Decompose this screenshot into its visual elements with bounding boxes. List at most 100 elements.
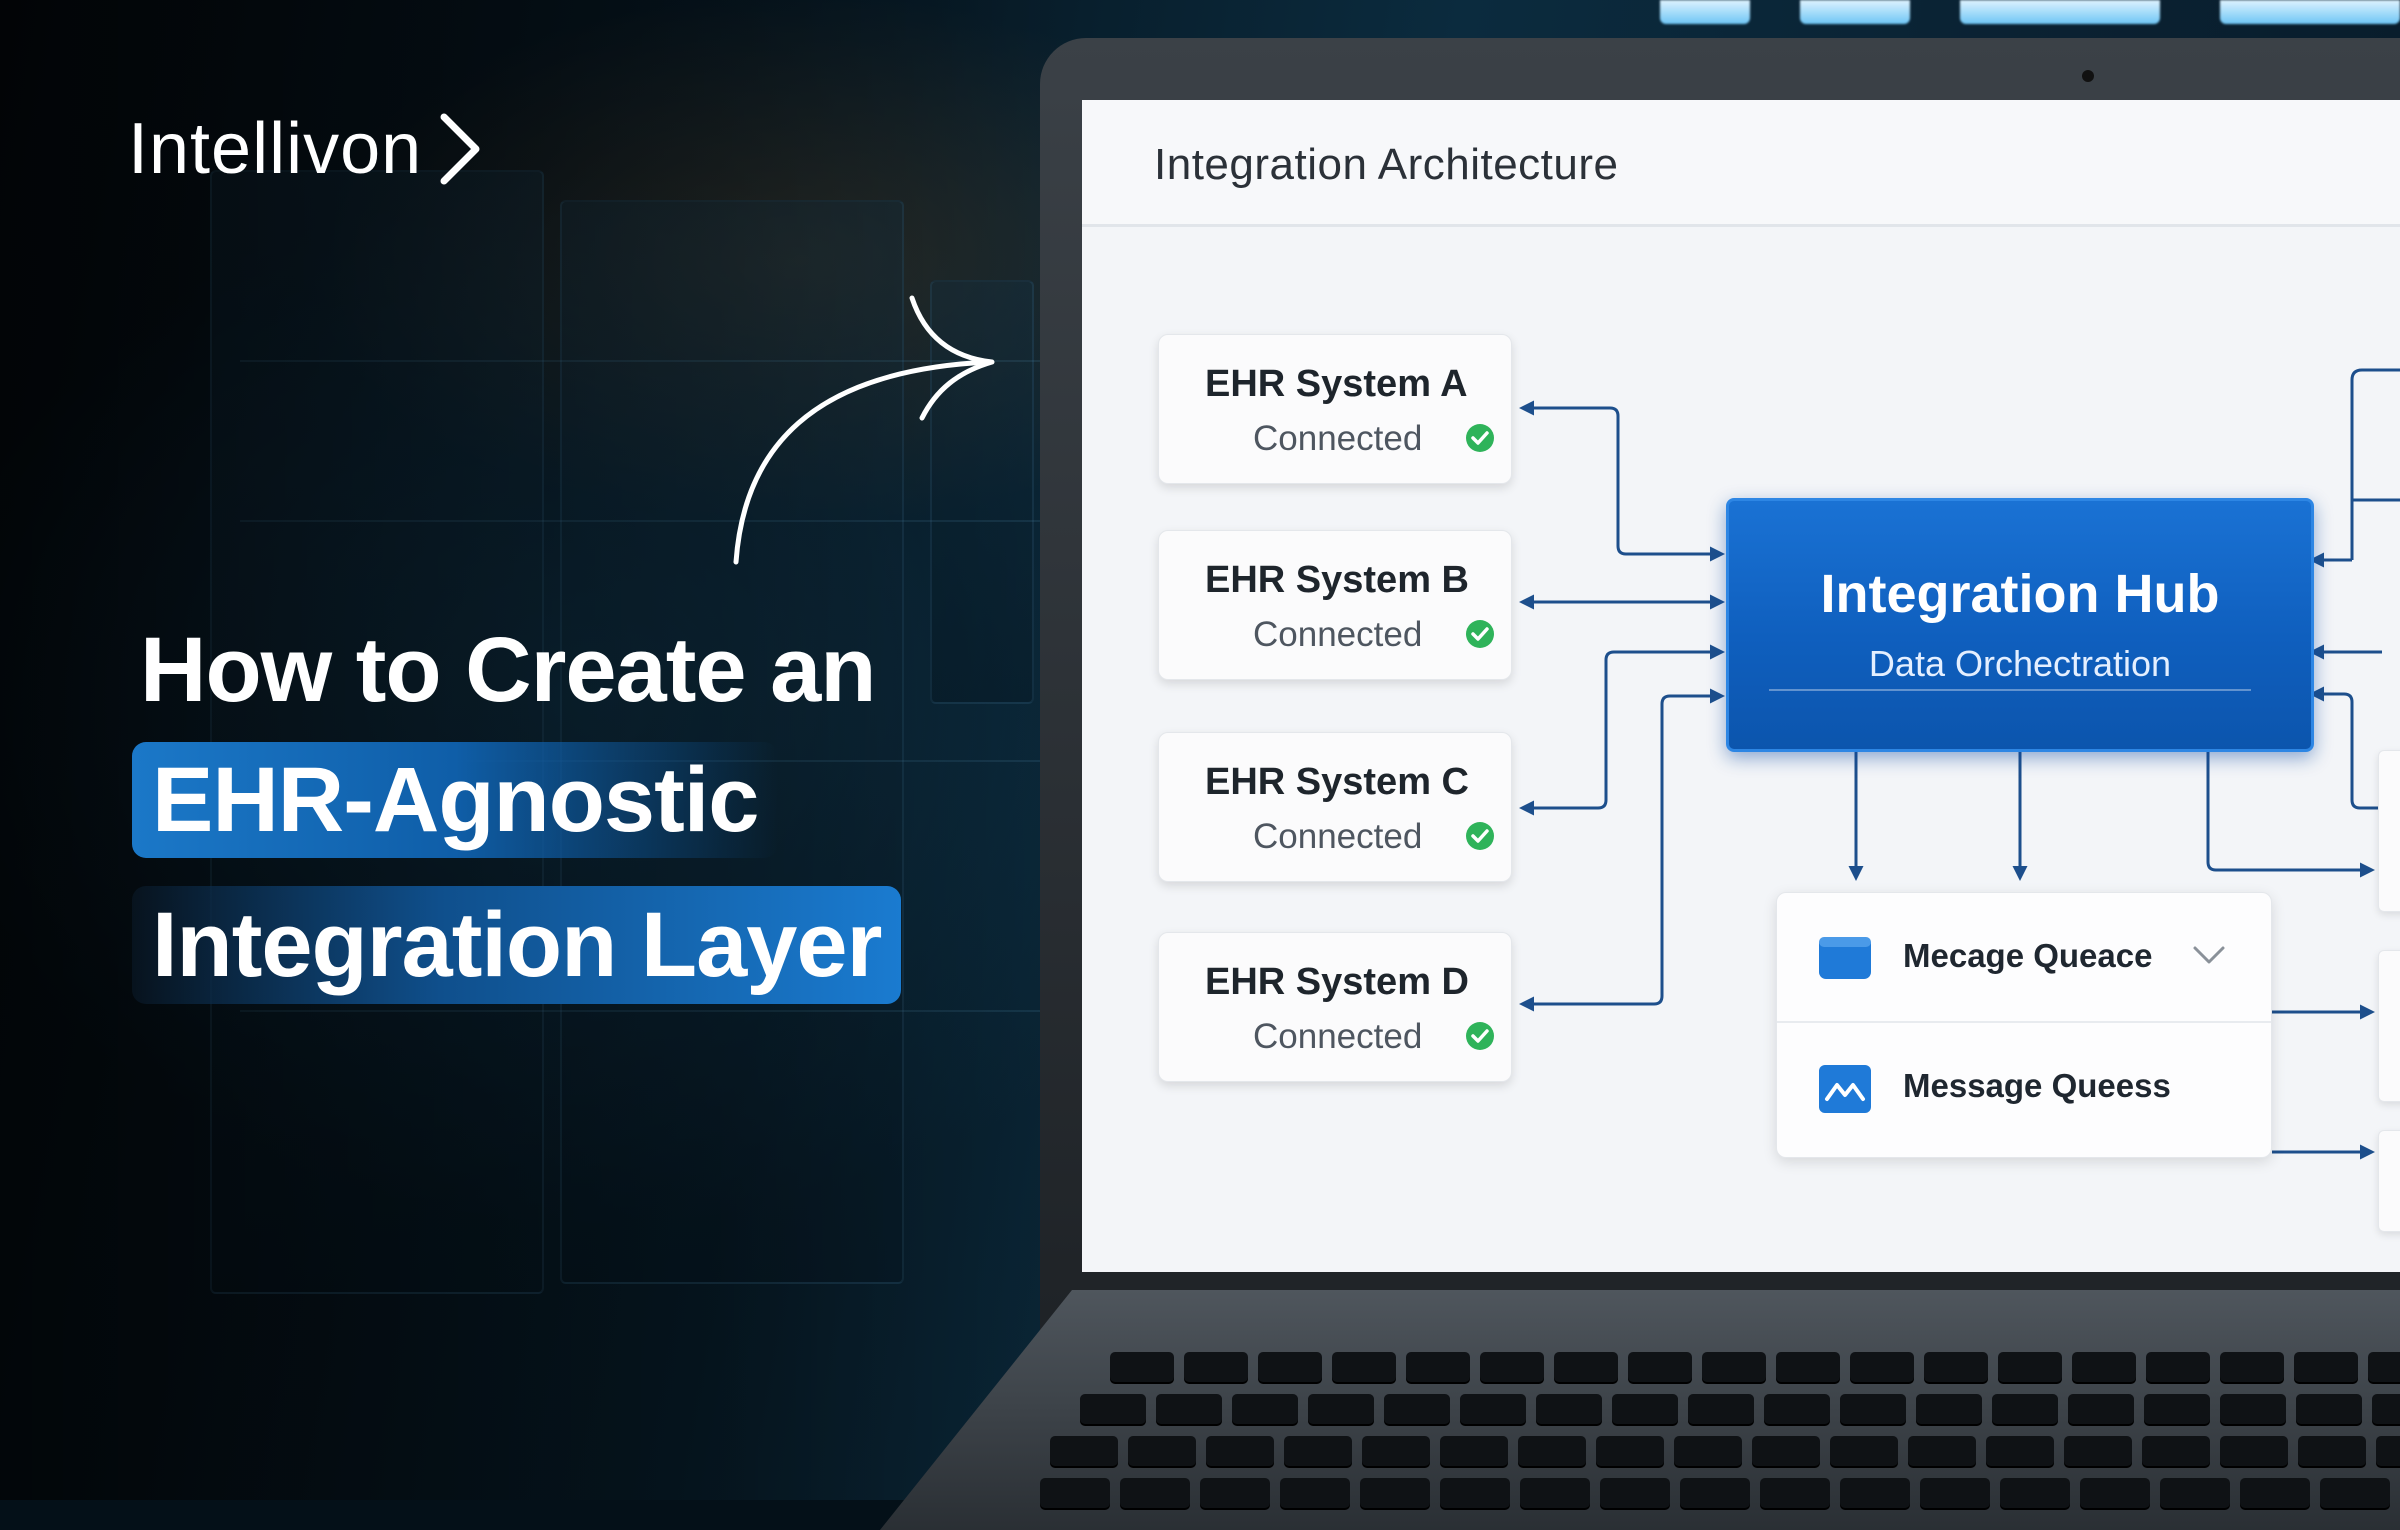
- keyboard-key: [1360, 1478, 1430, 1508]
- keyboard-key: [2142, 1436, 2210, 1466]
- keyboard-key: [2294, 1352, 2358, 1382]
- keyboard-key: [1680, 1478, 1750, 1508]
- queue-row[interactable]: Mecage Queace: [1777, 893, 2271, 1023]
- keyboard-key: [2146, 1352, 2210, 1382]
- keyboard-key: [1518, 1436, 1586, 1466]
- chevron-right-icon: [440, 113, 480, 185]
- keyboard-key: [1674, 1436, 1742, 1466]
- camera-dot: [2082, 70, 2094, 82]
- brand-name: Intellivon: [128, 109, 423, 189]
- keyboard-key: [2220, 1436, 2288, 1466]
- keyboard-key: [1916, 1394, 1982, 1424]
- keyboard-key: [1688, 1394, 1754, 1424]
- message-queue-panel: Mecage Queace Message Queess: [1776, 892, 2272, 1158]
- keyboard-key: [1280, 1478, 1350, 1508]
- queue-row[interactable]: Message Queess: [1777, 1023, 2271, 1151]
- keyboard-key: [1986, 1436, 2054, 1466]
- keyboard-key: [2240, 1478, 2310, 1508]
- keyboard-key: [1384, 1394, 1450, 1424]
- keyboard-key: [1332, 1352, 1396, 1382]
- keyboard-key: [1258, 1352, 1322, 1382]
- keyboard-key: [1110, 1352, 1174, 1382]
- keyboard-key: [1840, 1394, 1906, 1424]
- keyboard-key: [1128, 1436, 1196, 1466]
- right-node: [2378, 750, 2400, 912]
- ehr-status: Connected: [1253, 419, 1423, 458]
- keyboard-key: [1908, 1436, 1976, 1466]
- keyboard-key: [1232, 1394, 1298, 1424]
- keyboard-key: [1840, 1478, 1910, 1508]
- check-circle-icon: [1466, 424, 1494, 452]
- keyboard-key: [1554, 1352, 1618, 1382]
- keyboard-key: [2298, 1436, 2366, 1466]
- keyboard-key: [1830, 1436, 1898, 1466]
- queue-card-icon: [1819, 937, 1871, 979]
- screen-title: Integration Architecture: [1154, 140, 1619, 189]
- keyboard-key: [1596, 1436, 1664, 1466]
- right-node: [2378, 950, 2400, 1102]
- keyboard-key: [1120, 1478, 1190, 1508]
- laptop-screen: Integration Architecture: [1082, 100, 2400, 1272]
- screen-header: Integration Architecture: [1082, 100, 2400, 227]
- keyboard-key: [2368, 1352, 2400, 1382]
- keyboard-key: [2376, 1436, 2400, 1466]
- keyboard-key: [2064, 1436, 2132, 1466]
- keyboard-key: [2160, 1478, 2230, 1508]
- ehr-status: Connected: [1253, 817, 1423, 856]
- keyboard-key: [2080, 1478, 2150, 1508]
- connector-diagram: [1519, 368, 2400, 1160]
- headline-line-2-highlight: EHR-Agnostic: [132, 742, 779, 858]
- hub-title: Integration Hub: [1820, 564, 2220, 624]
- keyboard-key: [1628, 1352, 1692, 1382]
- keyboard-key: [2320, 1478, 2390, 1508]
- keyboard-key: [2000, 1478, 2070, 1508]
- keyboard-key: [1776, 1352, 1840, 1382]
- keyboard-key: [1702, 1352, 1766, 1382]
- hub-subtitle: Data Orchectration: [1868, 643, 2172, 684]
- keyboard-key: [1156, 1394, 1222, 1424]
- keyboard-key: [1924, 1352, 1988, 1382]
- keyboard-key: [2220, 1394, 2286, 1424]
- keyboard-key: [1184, 1352, 1248, 1382]
- keyboard-key: [1460, 1394, 1526, 1424]
- ehr-name: EHR System C: [1205, 761, 1469, 803]
- keyboard-key: [1362, 1436, 1430, 1466]
- keyboard-key: [2072, 1352, 2136, 1382]
- ehr-status: Connected: [1253, 1017, 1423, 1056]
- keyboard-key: [1998, 1352, 2062, 1382]
- keyboard-key: [2296, 1394, 2362, 1424]
- ehr-name: EHR System D: [1205, 961, 1469, 1003]
- keyboard-key: [1284, 1436, 1352, 1466]
- curved-arrow-icon: [733, 295, 995, 565]
- keyboard-key: [1050, 1436, 1118, 1466]
- check-circle-icon: [1466, 1022, 1494, 1050]
- keyboard-key: [1850, 1352, 1914, 1382]
- ehr-name: EHR System B: [1205, 559, 1469, 601]
- keyboard-key: [1612, 1394, 1678, 1424]
- ehr-name: EHR System A: [1205, 363, 1468, 405]
- keyboard-key: [1440, 1436, 1508, 1466]
- chevron-down-icon[interactable]: [2191, 943, 2227, 967]
- right-node: [2378, 1130, 2400, 1232]
- ehr-card-a[interactable]: EHR System A Connected: [1158, 334, 1512, 484]
- keyboard-key: [1600, 1478, 1670, 1508]
- ehr-status: Connected: [1253, 615, 1423, 654]
- keyboard-key: [1040, 1478, 1110, 1508]
- hub-divider: [1769, 689, 2251, 691]
- ehr-card-c[interactable]: EHR System C Connected: [1158, 732, 1512, 882]
- keyboard-key: [1406, 1352, 1470, 1382]
- keyboard-key: [2144, 1394, 2210, 1424]
- brand-logo[interactable]: Intellivon: [128, 108, 488, 190]
- keyboard-key: [1920, 1478, 1990, 1508]
- queue-label: Mecage Queace: [1903, 937, 2153, 974]
- keyboard-key: [1764, 1394, 1830, 1424]
- keyboard-key: [2220, 1352, 2284, 1382]
- headline-line-1: How to Create an: [140, 619, 876, 721]
- ehr-card-b[interactable]: EHR System B Connected: [1158, 530, 1512, 680]
- integration-hub-node[interactable]: Integration Hub Data Orchectration: [1726, 498, 2314, 752]
- keyboard-key: [1480, 1352, 1544, 1382]
- keyboard-key: [1760, 1478, 1830, 1508]
- ehr-card-d[interactable]: EHR System D Connected: [1158, 932, 1512, 1082]
- headline-line-3-highlight: Integration Layer: [132, 886, 902, 1004]
- keyboard: [1040, 1352, 2400, 1512]
